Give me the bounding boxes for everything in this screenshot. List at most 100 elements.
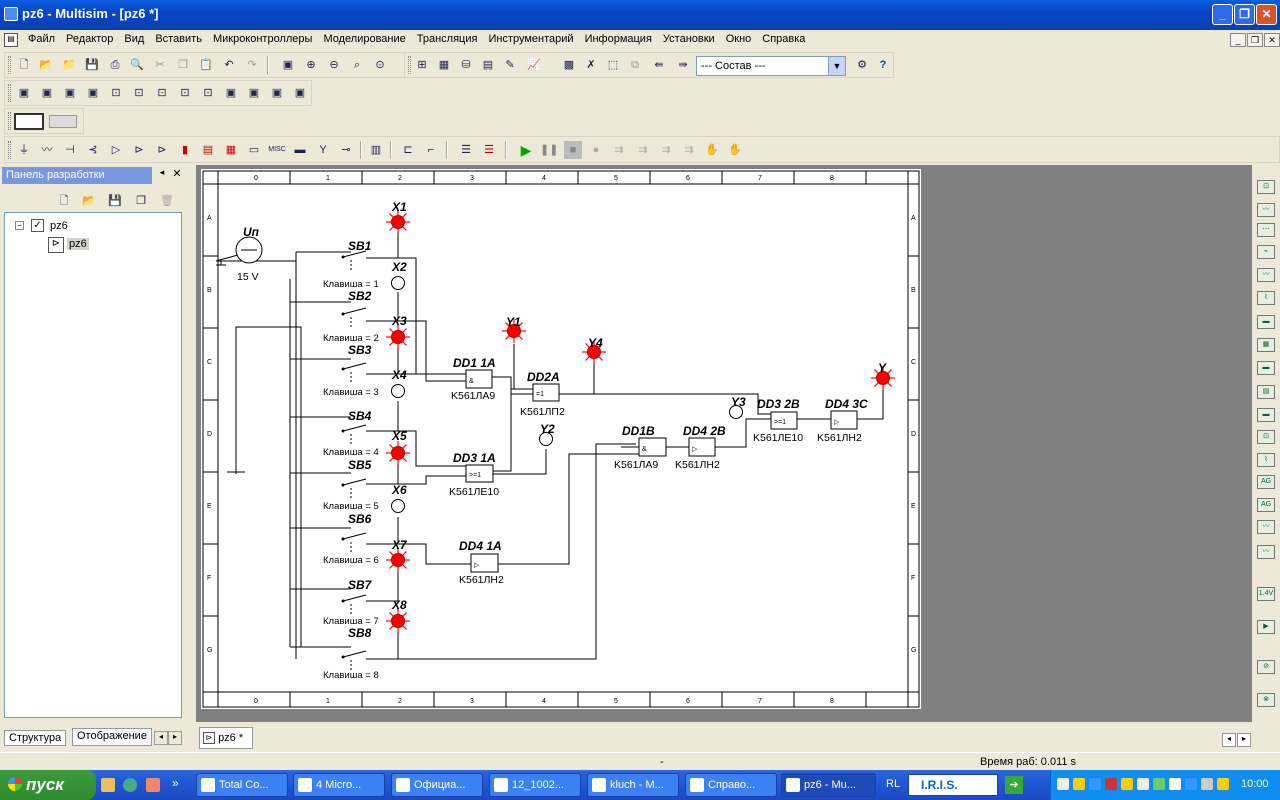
open-folder-icon[interactable]: 📂 — [39, 59, 53, 71]
postprocessor-icon[interactable]: ✎ — [505, 59, 515, 71]
menu-item-6[interactable]: Трансляция — [416, 33, 478, 45]
chevron-down-icon[interactable]: ▼ — [828, 57, 845, 75]
quicklaunch-icon-1[interactable] — [101, 778, 115, 792]
task-button-1[interactable]: 4 Micro... — [293, 773, 385, 797]
instrument-icon-7[interactable]: ▦ — [1257, 338, 1275, 352]
instrument-icon-16[interactable]: 〰 — [1257, 545, 1275, 559]
menu-item-9[interactable]: Установки — [662, 33, 715, 45]
task-button-0[interactable]: Total Co... — [196, 773, 288, 797]
analog-icon[interactable]: ▷ — [111, 144, 121, 156]
view-icon-1[interactable]: ▣ — [18, 87, 30, 99]
view-icon-13[interactable]: ▣ — [294, 87, 306, 99]
wizard-icon[interactable]: ⚙ — [857, 59, 867, 71]
help-icon[interactable]: ? — [879, 59, 887, 71]
tab-scroll-left-icon[interactable]: ◂ — [154, 731, 168, 745]
run-switch-icon[interactable] — [14, 113, 44, 130]
menu-item-3[interactable]: Вставить — [155, 33, 202, 45]
instrument-icon-2[interactable]: ⋯ — [1257, 223, 1275, 237]
tray-icon[interactable] — [1201, 778, 1213, 790]
arrow-icon[interactable]: ➔ — [1005, 776, 1023, 794]
view-icon-7[interactable]: ⊡ — [157, 87, 167, 99]
menu-item-0[interactable]: Файл — [28, 33, 56, 45]
menu-item-1[interactable]: Редактор — [66, 33, 114, 45]
view-icon-2[interactable]: ▣ — [41, 87, 53, 99]
view-icon-3[interactable]: ▣ — [64, 87, 76, 99]
tray-icon[interactable] — [1185, 778, 1197, 790]
zoom-out-icon[interactable]: ⊖ — [329, 59, 339, 71]
tray-icon[interactable] — [1105, 778, 1117, 790]
maximize-button[interactable]: ❐ — [1234, 4, 1255, 25]
view-icon-10[interactable]: ▣ — [225, 87, 237, 99]
menu-item-4[interactable]: Микроконтроллеры — [212, 33, 313, 45]
doc-restore-button[interactable]: ❐ — [1247, 33, 1263, 47]
view-icon-11[interactable]: ▣ — [248, 87, 260, 99]
bus-icon[interactable]: ⌐ — [427, 144, 435, 156]
indicator-icon[interactable]: ▦ — [225, 144, 237, 156]
diode-icon[interactable]: ⊣ — [65, 144, 75, 156]
spreadsheet-icon[interactable]: ▦ — [438, 59, 450, 71]
undo-icon[interactable]: ↶ — [224, 59, 234, 71]
instrument-icon-11[interactable]: ⊡ — [1257, 430, 1275, 444]
panel-pin-icon[interactable]: ◂ — [159, 167, 165, 177]
menu-item-10[interactable]: Окно — [725, 33, 752, 45]
quicklaunch-icon-2[interactable] — [123, 778, 137, 792]
task-button-2[interactable]: Официа... — [391, 773, 483, 797]
step-icon-4[interactable]: ⇉ — [684, 144, 694, 156]
instrument-icon-6[interactable]: ▬ — [1257, 315, 1275, 329]
zoom-fit-icon[interactable]: ⊙ — [375, 59, 385, 71]
pause-switch-icon[interactable] — [49, 115, 77, 128]
in-use-list-combo[interactable]: --- Состав --- ▼ — [696, 56, 846, 76]
task-button-5[interactable]: Справо... — [685, 773, 777, 797]
document-icon[interactable]: ▤ — [4, 33, 18, 47]
instrument-icon-20[interactable]: ⊗ — [1257, 693, 1275, 707]
menu-item-2[interactable]: Вид — [124, 33, 145, 45]
open-samples-icon[interactable]: 📁 — [62, 59, 76, 71]
power-icon[interactable]: ▭ — [248, 144, 260, 156]
task-button-3[interactable]: 12_1002... — [489, 773, 581, 797]
view-icon-6[interactable]: ⊡ — [134, 87, 144, 99]
step-icon-1[interactable]: ⇉ — [614, 144, 624, 156]
instrument-icon-18[interactable]: ▶ — [1257, 620, 1275, 634]
tree-child-label[interactable]: pz6 — [67, 238, 89, 250]
menu-item-11[interactable]: Справка — [762, 33, 806, 45]
iris-button[interactable]: I.R.I.S. — [908, 774, 998, 796]
copy-icon[interactable]: ❐ — [178, 59, 188, 71]
panel-window-icon[interactable]: ❐ — [136, 195, 146, 207]
erc-icon[interactable]: ▩ — [563, 59, 575, 71]
doc-minimize-button[interactable]: _ — [1230, 33, 1246, 47]
tray-icon[interactable] — [1073, 778, 1085, 790]
print-preview-icon[interactable]: 🔍 — [130, 59, 144, 71]
quicklaunch-more-icon[interactable]: » — [172, 776, 179, 790]
region-select-icon[interactable]: ⬚ — [607, 59, 619, 71]
mcu-icon[interactable]: ▥ — [370, 144, 382, 156]
instrument-icon-19[interactable]: ⊘ — [1257, 660, 1275, 674]
electromech-icon[interactable]: ⊸ — [341, 144, 351, 156]
tab-display[interactable]: Отображение — [72, 728, 152, 746]
doc-tab-left-icon[interactable]: ◂ — [1222, 733, 1236, 747]
instrument-icon-4[interactable]: 〰 — [1257, 268, 1275, 282]
instrument-icon-0[interactable]: ⊡ — [1257, 180, 1275, 194]
close-button[interactable]: ✕ — [1256, 4, 1277, 25]
ttl-icon[interactable]: ⊳ — [134, 144, 144, 156]
tray-icon[interactable] — [1089, 778, 1101, 790]
list-red-icon[interactable]: ☰ — [484, 144, 494, 156]
list-icon[interactable]: ☰ — [461, 144, 471, 156]
bus-vector-icon[interactable]: ⧉ — [631, 59, 639, 71]
view-icon-12[interactable]: ▣ — [271, 87, 283, 99]
doc-close-button[interactable]: ✕ — [1264, 33, 1280, 47]
record-icon[interactable]: ● — [592, 144, 600, 156]
instrument-icon-8[interactable]: ▬ — [1257, 361, 1275, 375]
instrument-icon-5[interactable]: ⌇ — [1257, 291, 1275, 305]
tab-structure[interactable]: Структура — [4, 730, 67, 746]
panel-save-icon[interactable]: 💾 — [108, 195, 122, 207]
panel-open-icon[interactable]: 📂 — [82, 195, 96, 207]
collapse-icon[interactable]: − — [15, 221, 24, 230]
instrument-icon-13[interactable]: AG — [1257, 475, 1275, 489]
rf-icon[interactable]: Y — [319, 144, 327, 156]
task-button-6[interactable]: pz6 - Mu... — [781, 773, 876, 797]
paste-icon[interactable]: 📋 — [199, 59, 213, 71]
instrument-icon-12[interactable]: ⌇ — [1257, 453, 1275, 467]
step-icon-3[interactable]: ⇉ — [661, 144, 671, 156]
back-annotate-icon[interactable]: ⇚ — [654, 59, 664, 71]
misc-digital-icon[interactable]: ▮ — [181, 144, 189, 156]
